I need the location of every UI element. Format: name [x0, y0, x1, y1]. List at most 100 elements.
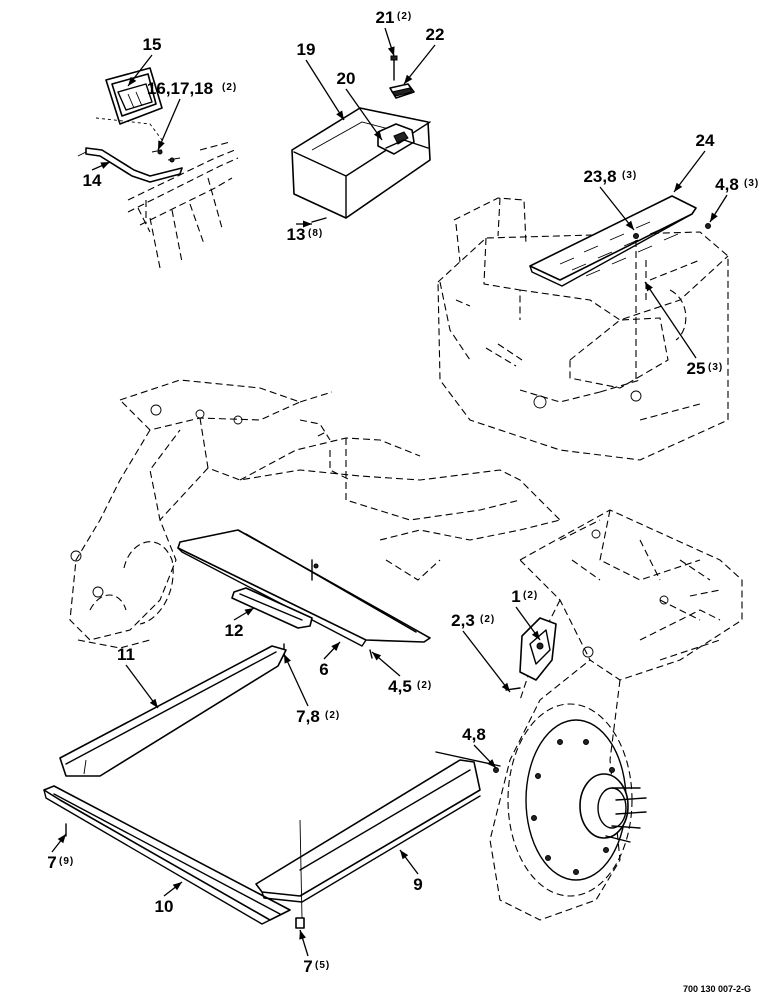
- callout-label: 1: [511, 587, 520, 606]
- callout-c23: 2,3 (2): [451, 611, 511, 693]
- console-cover: [291, 55, 431, 223]
- leader-arrowhead: [331, 642, 340, 651]
- leader-line: [644, 281, 697, 359]
- callout-c13: 13(8): [287, 220, 323, 244]
- callout-quantity: (8): [308, 228, 323, 239]
- leader-arrowhead: [158, 140, 165, 150]
- leader-arrowhead: [487, 759, 496, 768]
- leader-arrowhead: [336, 110, 344, 120]
- callout-c14: 14: [83, 161, 111, 190]
- callout-label: 24: [696, 131, 715, 150]
- callout-c48a: 4,8 (3): [709, 175, 759, 223]
- leader-line: [157, 98, 181, 151]
- leader-arrowhead: [674, 182, 683, 192]
- leader-arrowhead: [128, 76, 137, 86]
- callout-c1: 1(2): [511, 587, 541, 641]
- callout-label: 7: [303, 957, 312, 976]
- callout-c16: 16,17,18 (2): [147, 79, 237, 151]
- callout-label: 7,8: [296, 707, 320, 726]
- wheel-hub: [507, 703, 647, 897]
- leader-arrowhead: [404, 74, 413, 84]
- callout-c10: 10: [155, 881, 183, 916]
- leader-arrowhead: [303, 220, 312, 228]
- bearing-plate: [505, 617, 557, 691]
- shield-11: [59, 645, 287, 777]
- callout-label: 10: [155, 897, 174, 916]
- callout-quantity: (2): [480, 614, 495, 625]
- callout-label: 15: [143, 35, 162, 54]
- lamp-bracket: [77, 147, 183, 183]
- callout-c6: 6: [319, 641, 341, 679]
- leader-arrowhead: [645, 282, 653, 292]
- callout-label: 22: [426, 25, 445, 44]
- leader-arrowhead: [149, 698, 158, 708]
- callout-label: 9: [413, 875, 422, 894]
- leader-arrowhead: [625, 220, 634, 230]
- leader-arrowhead: [531, 630, 540, 640]
- callout-label: 4,8: [462, 725, 486, 744]
- lamp-assembly: [77, 67, 239, 269]
- callout-c45: 4,5 (2): [371, 651, 432, 696]
- callout-quantity: (2): [222, 82, 237, 93]
- callout-label: 2,3: [451, 611, 475, 630]
- callout-c24: 24: [673, 131, 715, 193]
- callout-quantity: (2): [325, 710, 340, 721]
- callout-c19: 19: [297, 40, 345, 121]
- callout-label: 12: [225, 621, 244, 640]
- callout-c78: 7,8 (2): [283, 653, 340, 726]
- shield-9: [255, 751, 501, 929]
- callout-quantity: (2): [417, 680, 432, 691]
- leader-arrowhead: [373, 130, 382, 140]
- work-lamp: [105, 67, 163, 125]
- callout-c7a: 7(9): [47, 833, 74, 872]
- callout-label: 6: [319, 660, 328, 679]
- callout-quantity: (9): [59, 856, 74, 867]
- callout-quantity: (3): [708, 362, 723, 373]
- leader-arrowhead: [172, 882, 182, 891]
- callout-c15: 15: [127, 35, 162, 87]
- callout-c25: 25(3): [644, 281, 723, 378]
- leader-arrowhead: [400, 850, 409, 860]
- callout-group: 1516,17,18(2)14192021(2)2213(8)2423,8(3)…: [47, 8, 759, 976]
- callout-quantity: (2): [397, 11, 412, 22]
- callout-label: 14: [83, 171, 102, 190]
- callout-quantity: (5): [315, 960, 330, 971]
- callout-c48b: 4,8: [462, 725, 497, 769]
- callout-quantity: (3): [744, 178, 759, 189]
- leader-arrowhead: [501, 682, 510, 692]
- callout-c12: 12: [225, 607, 255, 640]
- callout-c238: 23,8 (3): [583, 167, 637, 231]
- document-id: 700 130 007-2-G: [683, 984, 751, 994]
- callout-quantity: (2): [523, 590, 538, 601]
- callout-label: 4,5: [388, 677, 412, 696]
- callout-label: 21: [376, 8, 395, 27]
- leader-arrowhead: [100, 162, 110, 169]
- callout-label: 16,17,18: [147, 79, 213, 98]
- leader-line: [345, 88, 383, 141]
- callout-label: 25: [687, 359, 706, 378]
- callout-label: 20: [337, 69, 356, 88]
- callout-label: 23,8: [583, 167, 616, 186]
- leader-line: [599, 186, 635, 231]
- main-frame: [69, 379, 561, 649]
- drive-housing: [489, 509, 743, 921]
- leader-arrowhead: [284, 654, 291, 664]
- upper-frame: [437, 197, 729, 461]
- leader-arrowhead: [387, 46, 395, 56]
- shield-12: [231, 587, 313, 657]
- callout-label: 4,8: [715, 175, 739, 194]
- callout-label: 11: [117, 645, 135, 664]
- callout-label: 19: [297, 40, 316, 59]
- shield-6: [177, 529, 431, 659]
- callout-c11: 11: [117, 645, 159, 709]
- leader-arrowhead: [372, 652, 382, 661]
- callout-c21: 21(2): [376, 8, 412, 57]
- leader-line: [305, 59, 345, 121]
- leader-arrowhead: [57, 834, 66, 844]
- step-plate: [529, 195, 711, 380]
- callout-quantity: (3): [622, 170, 637, 181]
- callout-label: 7: [47, 853, 56, 872]
- leader-line: [283, 653, 309, 707]
- callout-label: 13: [287, 225, 306, 244]
